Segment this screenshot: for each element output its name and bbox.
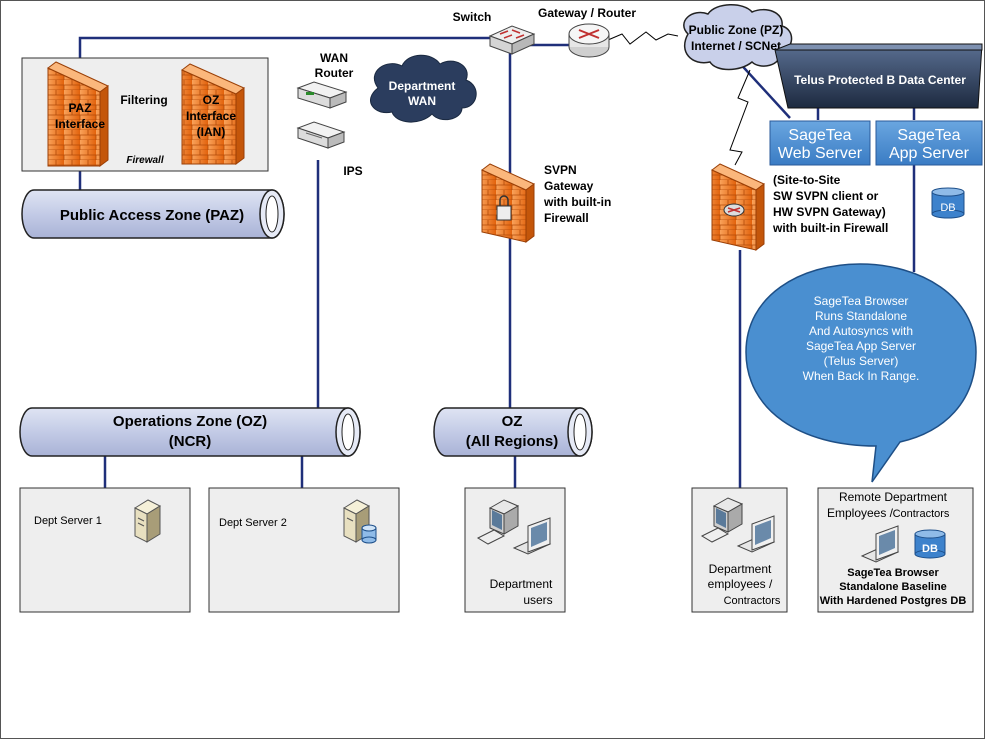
svpn-label-3: with built-in <box>543 195 611 209</box>
db-label: DB <box>940 202 955 214</box>
db-icon: DB <box>914 529 946 559</box>
wan-router-label-2: Router <box>315 66 354 80</box>
svpn-label: SVPN <box>544 163 577 177</box>
dept-server-2-label: Dept Server 2 <box>219 517 287 529</box>
server-icon <box>133 499 162 543</box>
web-server-label: SageTea <box>788 127 851 144</box>
remote-caption-3: With Hardened Postgres DB <box>820 595 967 607</box>
dept-employees-label-2: employees / <box>708 577 773 591</box>
svpn-gateway-firewall <box>481 163 535 243</box>
site-to-site-label-2: SW SVPN client or <box>773 189 879 203</box>
dept-server-1-box: Dept Server 1 <box>19 487 191 613</box>
department-users-label-2: users <box>523 593 552 607</box>
database-icon <box>361 524 377 544</box>
paz-zone-pipe: Public Access Zone (PAZ) <box>21 189 285 239</box>
remote-employees-box: Remote Department Employees / Contractor… <box>817 487 974 613</box>
site-to-site-label-3: HW SVPN Gateway) <box>773 205 886 219</box>
dept-server-2-box: Dept Server 2 <box>208 487 400 613</box>
site-to-site-label-4: with built-in Firewall <box>772 221 888 235</box>
oz-all-label-2: (All Regions) <box>466 433 559 450</box>
oz-all-label: OZ <box>502 413 523 430</box>
site-to-site-label: (Site-to-Site <box>773 173 841 187</box>
bubble-line-2: Runs Standalone <box>815 309 907 323</box>
data-center-label: Telus Protected B Data Center <box>794 73 966 87</box>
paz-interface-label: PAZ <box>68 101 91 115</box>
remote-db-label: DB <box>922 543 938 555</box>
public-zone-label-2: Internet / SCNet <box>691 39 781 53</box>
oz-ncr-label-2: (NCR) <box>169 433 212 450</box>
bubble-line-6: When Back In Range. <box>803 369 920 383</box>
ips-label: IPS <box>343 164 362 178</box>
router-icon <box>723 203 745 217</box>
laptop-icon <box>736 515 776 553</box>
oz-interface-label: OZ <box>203 93 220 107</box>
dept-employees-label-3: Contractors <box>724 595 781 607</box>
server-icon <box>342 499 371 543</box>
wireless-link <box>729 69 751 166</box>
paz-zone-label: Public Access Zone (PAZ) <box>60 207 244 224</box>
app-server-label: SageTea <box>897 127 960 144</box>
switch-label: Switch <box>453 10 492 24</box>
public-zone-label: Public Zone (PZ) <box>689 23 784 37</box>
paz-interface-label-2: Interface <box>55 117 105 131</box>
app-server-label-2: App Server <box>889 145 970 162</box>
oz-interface-firewall: OZ Interface (IAN) <box>181 63 245 165</box>
db-icon: DB <box>931 187 965 219</box>
oz-interface-label-2: Interface <box>186 109 236 123</box>
svpn-label-4: Firewall <box>544 211 589 225</box>
laptop-icon <box>512 517 552 555</box>
telus-data-center: Telus Protected B Data Center <box>774 43 983 109</box>
department-users-label: Department <box>490 577 553 591</box>
department-wan-cloud: Department WAN <box>370 54 477 123</box>
firewall-caption: Firewall <box>126 155 163 166</box>
gateway-router-label: Gateway / Router <box>538 6 636 20</box>
remote-title: Remote Department <box>839 490 948 504</box>
paz-interface-firewall: PAZ Interface <box>47 61 109 167</box>
oz-ncr-label: Operations Zone (OZ) <box>113 413 267 430</box>
department-employees-box: Department employees / Contractors <box>691 487 788 613</box>
dept-server-1-label: Dept Server 1 <box>34 515 102 527</box>
ips-icon <box>296 121 346 149</box>
department-users-box: Department users <box>464 487 566 613</box>
remote-caption-2: Standalone Baseline <box>839 581 947 593</box>
remote-caption: SageTea Browser <box>847 567 939 579</box>
bubble-line-1: SageTea Browser <box>814 294 909 308</box>
bubble-line-4: SageTea App Server <box>806 339 916 353</box>
sagetea-app-server: SageTea App Server <box>875 120 983 166</box>
wan-router-icon <box>296 81 348 109</box>
switch-icon <box>488 25 536 55</box>
department-wan-label: Department <box>389 79 456 93</box>
gateway-router-icon <box>568 23 610 58</box>
laptop-icon <box>860 525 900 563</box>
bubble-line-5: (Telus Server) <box>824 354 899 368</box>
department-wan-label-2: WAN <box>408 94 436 108</box>
filtering-label: Filtering <box>120 93 167 107</box>
bubble-line-3: And Autosyncs with <box>809 324 913 338</box>
dept-employees-label: Department <box>709 562 772 576</box>
public-zone-cloud: Public Zone (PZ) Internet / SCNet <box>683 4 793 71</box>
oz-ncr-pipe: Operations Zone (OZ) (NCR) <box>19 407 361 457</box>
serial-link <box>607 31 679 45</box>
lock-icon <box>496 195 512 221</box>
desktop-computer-icon <box>700 497 744 543</box>
svpn-label-2: Gateway <box>544 179 594 193</box>
oz-interface-label-3: (IAN) <box>197 125 226 139</box>
remote-title-3: Contractors <box>893 508 950 520</box>
remote-title-2: Employees / <box>827 506 894 520</box>
oz-all-regions-pipe: OZ (All Regions) <box>433 407 593 457</box>
sagetea-web-server: SageTea Web Server <box>769 120 871 166</box>
sagetea-info-bubble: SageTea Browser Runs Standalone And Auto… <box>745 263 977 483</box>
web-server-label-2: Web Server <box>778 145 863 162</box>
desktop-computer-icon <box>476 499 520 545</box>
site-to-site-firewall <box>711 163 765 251</box>
wan-router-label: WAN <box>320 51 348 65</box>
